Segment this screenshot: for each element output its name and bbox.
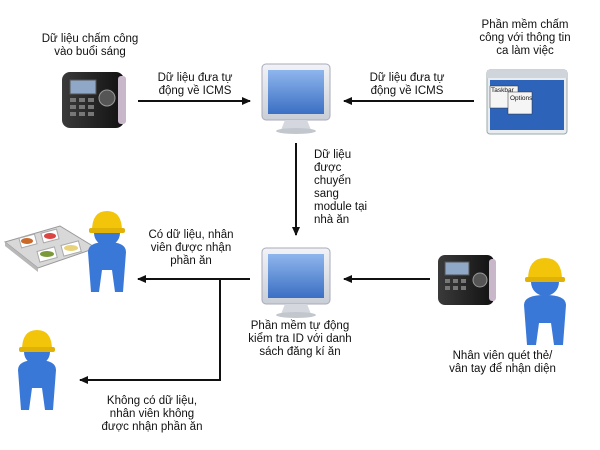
food-tray-icon (3, 225, 98, 272)
worker-without-meal-icon (18, 330, 56, 410)
label-auto-to-icms-right: Dữ liệu đưa tự động về ICMS (369, 72, 445, 97)
icms-computer-icon (261, 63, 331, 134)
label-has-data-meal: Có dữ liệu, nhân viên được nhận phần ăn (148, 229, 234, 267)
label-software-check-id: Phần mềm tự động kiểm tra ID với danh sá… (248, 320, 352, 358)
worker-with-meal-icon (88, 211, 126, 292)
attendance-device-icon (62, 72, 126, 128)
label-morning-attendance-data: Dữ liệu chấm công vào buổi sáng (41, 33, 139, 58)
arrow-canteen-to-no-meal (79, 279, 221, 384)
canteen-computer-icon (261, 247, 331, 318)
label-auto-to-icms-left: Dữ liệu đưa tự động về ICMS (157, 72, 233, 97)
window-menu-item-options: Options (510, 95, 533, 102)
employee-worker-icon (524, 258, 566, 345)
window-menu-item-taskbar: Taskbar (491, 87, 514, 94)
label-transferred-to-canteen: Dữ liệu được chuyển sang module tại nhà … (314, 149, 368, 226)
canteen-scanner-device-icon (438, 255, 496, 305)
label-employee-scan: Nhân viên quét thẻ/ vân tay để nhận diện (449, 350, 556, 375)
label-shift-software: Phần mềm chấm công với thông tin ca làm … (479, 19, 571, 57)
shift-software-window-icon (486, 69, 568, 135)
label-no-data-no-meal: Không có dữ liệu, nhân viên không được n… (101, 395, 203, 433)
